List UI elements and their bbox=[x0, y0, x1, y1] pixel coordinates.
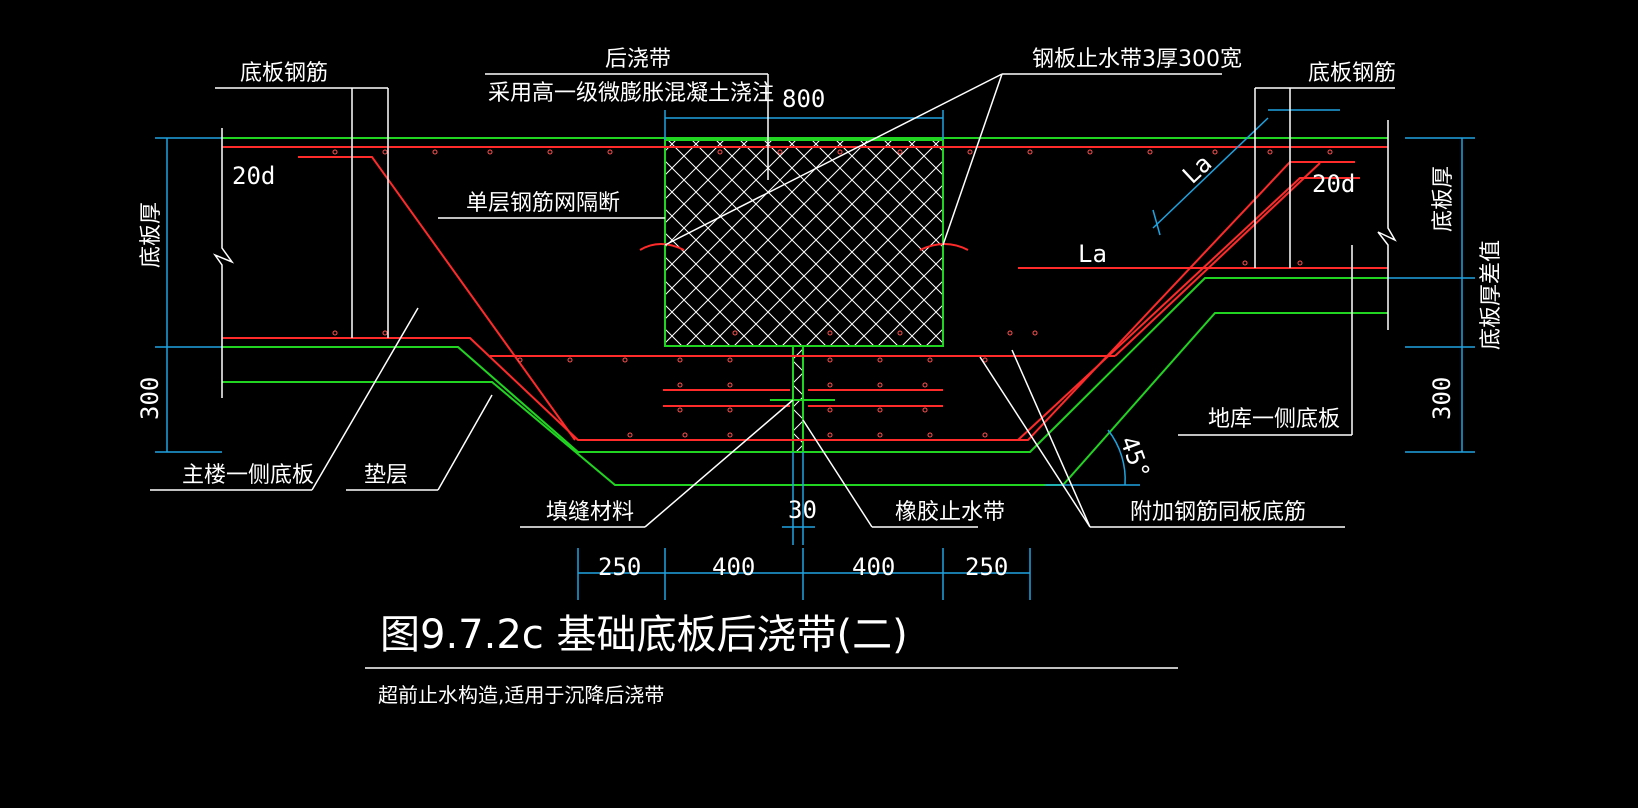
rebar-section-dot bbox=[1027, 149, 1033, 155]
rebar-section-dot bbox=[732, 330, 738, 336]
rebar-section-dot bbox=[982, 432, 988, 438]
rebar-section-dot bbox=[827, 330, 833, 336]
label-slab-thickness-diff: 底板厚差值 bbox=[1479, 240, 1504, 350]
rebar-section-dot bbox=[622, 357, 628, 363]
rebar-section-dot bbox=[677, 382, 683, 388]
dim-strip-width: 800 bbox=[782, 85, 825, 113]
rebar-section-dot bbox=[727, 407, 733, 413]
rebar-section-dot bbox=[777, 149, 783, 155]
rebar-section-dot bbox=[517, 357, 523, 363]
post-pour-strip-hatch bbox=[664, 139, 944, 347]
rebar-section-dot bbox=[827, 432, 833, 438]
rebar-section-dot bbox=[1267, 149, 1273, 155]
rebar-section-dot bbox=[1212, 149, 1218, 155]
label-20d-right: 20d bbox=[1312, 170, 1355, 198]
dim-seg-4: 250 bbox=[965, 553, 1008, 581]
leader-lines bbox=[150, 73, 1397, 669]
rebar-section-dot bbox=[877, 382, 883, 388]
rebar-section-dot bbox=[1007, 330, 1013, 336]
label-post-pour-strip: 后浇带 bbox=[605, 47, 671, 72]
rebar-section-dot bbox=[547, 149, 553, 155]
label-single-layer-mesh: 单层钢筋网隔断 bbox=[466, 191, 620, 216]
rebar-section-dot bbox=[332, 330, 338, 336]
drawing-title: 图9.7.2c 基础底板后浇带(二) bbox=[380, 612, 908, 658]
label-additional-rebar: 附加钢筋同板底筋 bbox=[1130, 500, 1306, 525]
rebar-section-dot bbox=[1087, 149, 1093, 155]
label-garage-slab: 地库一侧底板 bbox=[1208, 407, 1340, 432]
label-cushion: 垫层 bbox=[364, 463, 408, 488]
rebar-section-dot bbox=[382, 330, 388, 336]
label-300-left: 300 bbox=[136, 377, 164, 420]
label-la-horizontal: La bbox=[1078, 240, 1107, 268]
label-slab-thickness-right: 底板厚 bbox=[1431, 166, 1456, 232]
rebar-section-dot bbox=[1032, 330, 1038, 336]
rebar-section-dot bbox=[1242, 260, 1248, 266]
rebar-section-dot bbox=[727, 382, 733, 388]
rebar-section-dot bbox=[1297, 260, 1303, 266]
rebar-section-dot bbox=[727, 432, 733, 438]
rebar-section-dot bbox=[717, 149, 723, 155]
rebar-section-dot bbox=[677, 357, 683, 363]
dim-seg-3: 400 bbox=[852, 553, 895, 581]
rebar-section-dot bbox=[607, 149, 613, 155]
rebar-section-dot bbox=[432, 149, 438, 155]
dimension-lines bbox=[155, 109, 1475, 600]
rebar-section-dot bbox=[727, 357, 733, 363]
rebar-section-dot bbox=[1147, 149, 1153, 155]
rebar-section-dot bbox=[827, 357, 833, 363]
rebar-lines bbox=[222, 146, 1388, 441]
label-post-pour-note: 采用高一级微膨胀混凝土浇注 bbox=[488, 81, 774, 106]
rebar-section-dot bbox=[967, 149, 973, 155]
rebar-section-dot bbox=[922, 382, 928, 388]
rebar-section-dot bbox=[677, 407, 683, 413]
label-20d-left: 20d bbox=[232, 162, 275, 190]
rebar-section-dot bbox=[877, 407, 883, 413]
rebar-dots bbox=[332, 149, 1333, 438]
label-rubber-waterstop: 橡胶止水带 bbox=[895, 500, 1005, 525]
rebar-section-dot bbox=[827, 407, 833, 413]
rebar-section-dot bbox=[382, 149, 388, 155]
label-bottom-slab-rebar-left: 底板钢筋 bbox=[240, 61, 328, 86]
rebar-section-dot bbox=[332, 149, 338, 155]
rebar-section-dot bbox=[837, 149, 843, 155]
rebar-section-dot bbox=[927, 357, 933, 363]
dim-seg-1: 250 bbox=[598, 553, 641, 581]
label-la-slanted: La bbox=[1177, 149, 1217, 189]
label-300-right: 300 bbox=[1428, 377, 1456, 420]
label-filler: 填缝材料 bbox=[546, 500, 634, 525]
rebar-section-dot bbox=[567, 357, 573, 363]
label-bottom-slab-rebar-right: 底板钢筋 bbox=[1308, 61, 1396, 86]
rebar-section-dot bbox=[927, 432, 933, 438]
label-steel-waterstop: 钢板止水带3厚300宽 bbox=[1032, 47, 1242, 72]
rebar-section-dot bbox=[827, 382, 833, 388]
rebar-section-dot bbox=[682, 432, 688, 438]
dim-seg-2: 400 bbox=[712, 553, 755, 581]
label-45-degree: 45° bbox=[1114, 432, 1155, 482]
rebar-section-dot bbox=[877, 357, 883, 363]
rebar-section-dot bbox=[897, 330, 903, 336]
label-main-building-slab: 主楼一侧底板 bbox=[182, 463, 314, 488]
labels: 底板钢筋 后浇带 采用高一级微膨胀混凝土浇注 钢板止水带3厚300宽 底板钢筋 … bbox=[136, 47, 1504, 525]
rebar-section-dot bbox=[1327, 149, 1333, 155]
rebar-section-dot bbox=[487, 149, 493, 155]
dimension-texts: 800 30 250 400 400 250 bbox=[598, 85, 1008, 581]
rebar-section-dot bbox=[877, 432, 883, 438]
rebar-section-dot bbox=[982, 357, 988, 363]
rebar-section-dot bbox=[897, 149, 903, 155]
label-slab-thickness-left: 底板厚 bbox=[139, 202, 164, 268]
dim-gap: 30 bbox=[788, 496, 817, 524]
rebar-section-dot bbox=[922, 407, 928, 413]
rebar-section-dot bbox=[627, 432, 633, 438]
drawing-subtitle: 超前止水构造,适用于沉降后浇带 bbox=[378, 683, 664, 707]
